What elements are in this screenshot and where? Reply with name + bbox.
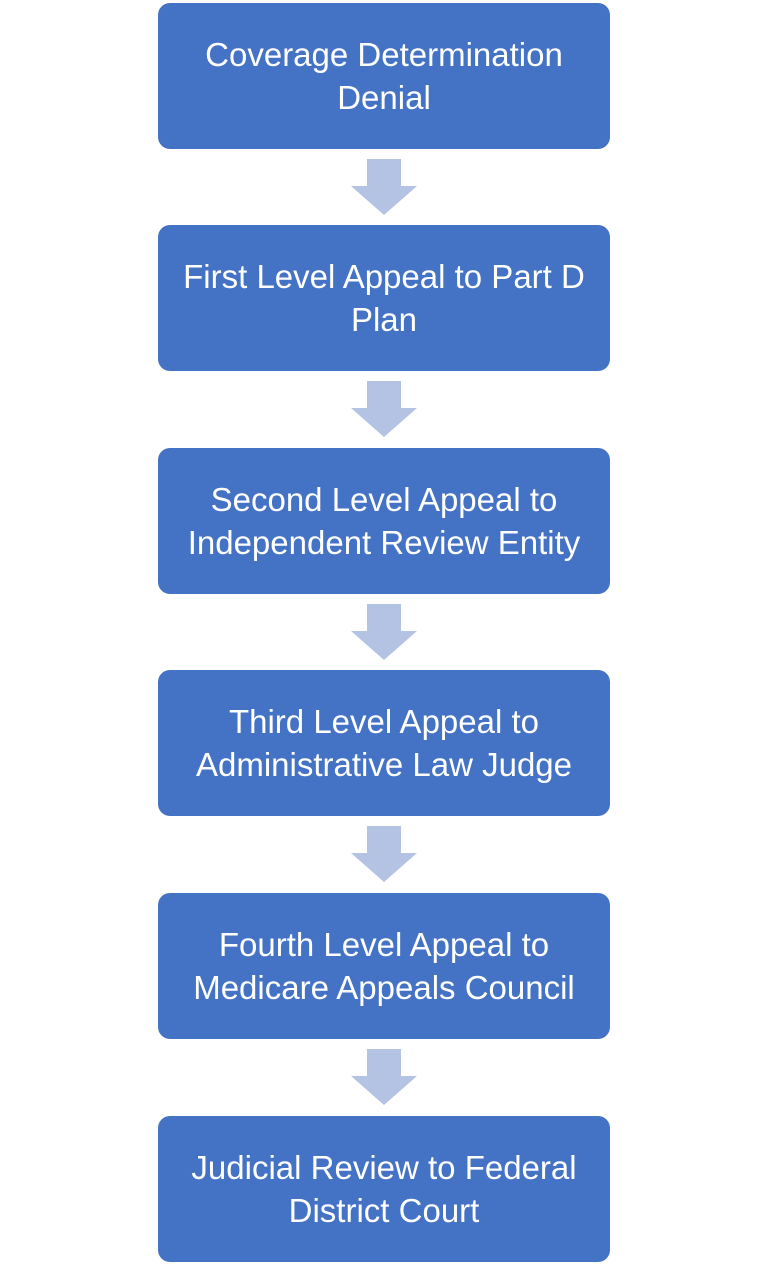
step-label: Coverage Determination Denial — [205, 36, 563, 116]
step-label: Judicial Review to Federal District Cour… — [191, 1149, 577, 1229]
step-third-level-appeal: Third Level Appeal to Administrative Law… — [158, 670, 610, 816]
step-label: Second Level Appeal to Independent Revie… — [187, 481, 581, 561]
step-judicial-review: Judicial Review to Federal District Cour… — [158, 1116, 610, 1262]
step-label: First Level Appeal to Part D Plan — [183, 258, 585, 338]
down-arrow-icon — [351, 604, 417, 660]
step-first-level-appeal: First Level Appeal to Part D Plan — [158, 225, 610, 371]
down-arrow-icon — [351, 159, 417, 215]
down-arrow-icon — [351, 826, 417, 882]
step-label: Third Level Appeal to Administrative Law… — [195, 703, 573, 783]
step-fourth-level-appeal: Fourth Level Appeal to Medicare Appeals … — [158, 893, 610, 1039]
down-arrow-icon — [351, 381, 417, 437]
step-label: Fourth Level Appeal to Medicare Appeals … — [193, 926, 575, 1006]
down-arrow-icon — [351, 1049, 417, 1105]
step-second-level-appeal: Second Level Appeal to Independent Revie… — [158, 448, 610, 594]
step-coverage-determination-denial: Coverage Determination Denial — [158, 3, 610, 149]
